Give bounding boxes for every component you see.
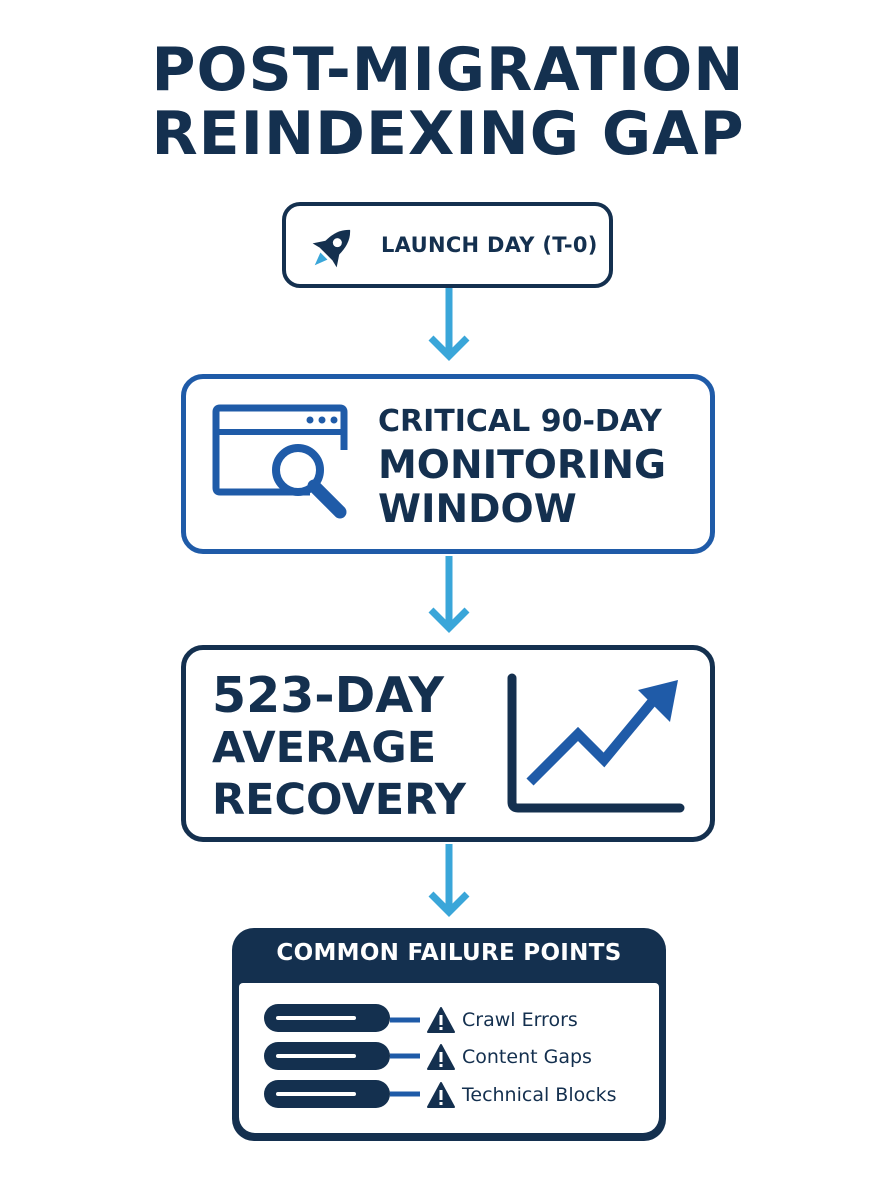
flow-arrow-3 <box>426 844 472 920</box>
failure-item-content-gaps: Content Gaps <box>462 1046 592 1068</box>
warning-icon <box>426 1006 456 1034</box>
browser-search-icon <box>212 404 352 524</box>
recovery-line-2: AVERAGE <box>212 723 437 773</box>
title-line-2: REINDEXING GAP <box>151 99 745 169</box>
launch-day-label: LAUNCH DAY (T-0) <box>381 233 598 257</box>
monitoring-line-2: MONITORING <box>378 443 667 488</box>
monitoring-window-label: CRITICAL 90-DAY MONITORING WINDOW <box>378 400 698 532</box>
recovery-label: 523-DAY AVERAGE RECOVERY <box>212 670 487 826</box>
flow-arrow-2 <box>426 556 472 636</box>
recovery-line-1: 523-DAY <box>212 667 445 724</box>
monitoring-line-3: WINDOW <box>378 487 577 532</box>
failure-points-header: COMMON FAILURE POINTS <box>276 940 622 966</box>
rocket-icon <box>300 218 362 280</box>
server-rack-icon <box>262 1002 422 1114</box>
trend-up-chart-icon <box>500 672 686 814</box>
warning-icon <box>426 1081 456 1109</box>
title-line-1: POST-MIGRATION <box>151 35 745 105</box>
recovery-line-3: RECOVERY <box>212 775 466 825</box>
monitoring-window-box <box>181 374 715 554</box>
page-title: POST-MIGRATION REINDEXING GAP <box>0 38 896 166</box>
flow-arrow-1 <box>426 288 472 364</box>
failure-item-technical-blocks: Technical Blocks <box>462 1084 617 1106</box>
monitoring-line-1: CRITICAL 90-DAY <box>378 404 662 439</box>
failure-item-crawl-errors: Crawl Errors <box>462 1009 578 1031</box>
warning-icon <box>426 1043 456 1071</box>
